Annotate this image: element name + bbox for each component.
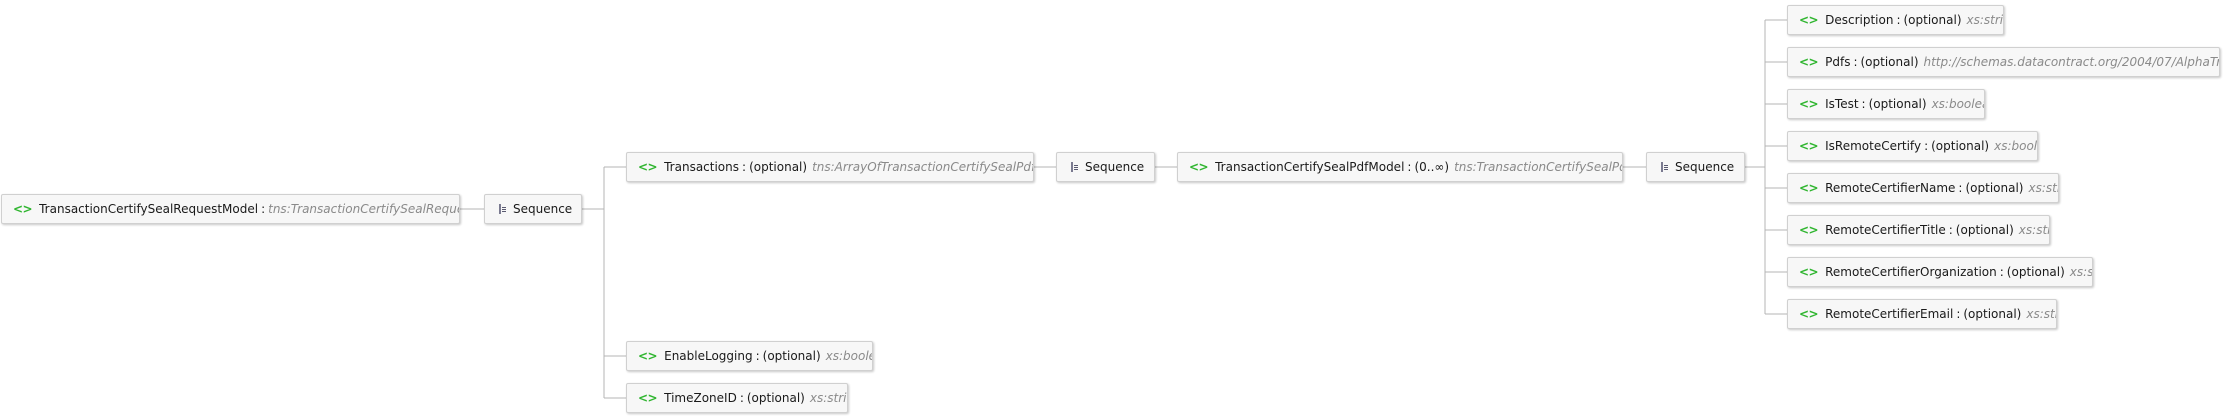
element-type: tns:ArrayOfTransactionCertifySealPdfMode… bbox=[812, 160, 1033, 174]
sequence-icon bbox=[1071, 162, 1078, 172]
element-name: EnableLogging bbox=[664, 349, 753, 363]
name-separator: : bbox=[1861, 97, 1866, 111]
element-type: xs:string bbox=[2028, 181, 2058, 195]
sequence-node-2[interactable]: Sequence bbox=[1056, 152, 1155, 182]
element-icon: <> bbox=[1799, 13, 1819, 27]
name-separator: : bbox=[1407, 160, 1412, 174]
element-node-root[interactable]: <> TransactionCertifySealRequestModel : … bbox=[1, 194, 460, 224]
element-icon: <> bbox=[1189, 160, 1209, 174]
element-icon: <> bbox=[1799, 97, 1819, 111]
element-node-timezoneid[interactable]: <> TimeZoneID : (optional) xs:string bbox=[626, 383, 848, 413]
element-type: http://schemas.datacontract.org/2004/07/… bbox=[1923, 55, 2220, 69]
element-name: RemoteCertifierEmail bbox=[1825, 307, 1954, 321]
element-occurs: (optional) bbox=[1965, 181, 2024, 195]
element-type: tns:TransactionCertifySealPdfModel bbox=[1454, 160, 1622, 174]
element-occurs: (optional) bbox=[1868, 97, 1927, 111]
element-node-pdfmodel[interactable]: <> TransactionCertifySealPdfModel : (0..… bbox=[1177, 152, 1623, 182]
element-occurs: (optional) bbox=[746, 391, 805, 405]
element-node-remotecertifiername[interactable]: <> RemoteCertifierName : (optional) xs:s… bbox=[1787, 173, 2059, 203]
element-node-enablelogging[interactable]: <> EnableLogging : (optional) xs:boolean bbox=[626, 341, 873, 371]
element-occurs: (optional) bbox=[2006, 265, 2065, 279]
element-icon: <> bbox=[1799, 307, 1819, 321]
element-type: xs:string bbox=[1966, 13, 2004, 27]
element-name: IsTest bbox=[1825, 97, 1859, 111]
element-icon: <> bbox=[1799, 223, 1819, 237]
element-icon: <> bbox=[1799, 139, 1819, 153]
sequence-icon bbox=[499, 204, 506, 214]
name-separator: : bbox=[1896, 13, 1901, 27]
element-icon: <> bbox=[638, 391, 658, 405]
sequence-node-1[interactable]: Sequence bbox=[484, 194, 582, 224]
sequence-icon bbox=[1661, 162, 1668, 172]
element-node-description[interactable]: <> Description : (optional) xs:string bbox=[1787, 5, 2004, 35]
element-node-remotecertifieremail[interactable]: <> RemoteCertifierEmail : (optional) xs:… bbox=[1787, 299, 2057, 329]
name-separator: : bbox=[755, 349, 760, 363]
element-name: RemoteCertifierTitle bbox=[1825, 223, 1946, 237]
name-separator: : bbox=[1924, 139, 1929, 153]
element-type: xs:boolean bbox=[1994, 139, 2038, 153]
element-occurs: (optional) bbox=[1955, 223, 2014, 237]
element-type: xs:string bbox=[2018, 223, 2049, 237]
element-occurs: (optional) bbox=[762, 349, 821, 363]
name-separator: : bbox=[261, 202, 266, 216]
element-node-isremotecertify[interactable]: <> IsRemoteCertify : (optional) xs:boole… bbox=[1787, 131, 2038, 161]
element-node-pdfs[interactable]: <> Pdfs : (optional) http://schemas.data… bbox=[1787, 47, 2220, 77]
element-type: xs:string bbox=[2069, 265, 2093, 279]
name-separator: : bbox=[1956, 307, 1961, 321]
name-separator: : bbox=[742, 160, 747, 174]
element-occurs: (optional) bbox=[749, 160, 808, 174]
element-occurs: (optional) bbox=[1860, 55, 1919, 69]
element-name: IsRemoteCertify bbox=[1825, 139, 1922, 153]
name-separator: : bbox=[1853, 55, 1858, 69]
element-name: RemoteCertifierName bbox=[1825, 181, 1956, 195]
sequence-node-3[interactable]: Sequence bbox=[1646, 152, 1745, 182]
element-name: TransactionCertifySealPdfModel bbox=[1215, 160, 1405, 174]
element-icon: <> bbox=[638, 349, 658, 363]
element-occurs: (0..∞) bbox=[1414, 160, 1450, 174]
element-icon: <> bbox=[1799, 181, 1819, 195]
element-name: Transactions bbox=[664, 160, 740, 174]
element-occurs: (optional) bbox=[1931, 139, 1990, 153]
element-name: Pdfs bbox=[1825, 55, 1851, 69]
element-type: xs:boolean bbox=[1931, 97, 1984, 111]
element-icon: <> bbox=[1799, 55, 1819, 69]
element-icon: <> bbox=[638, 160, 658, 174]
element-occurs: (optional) bbox=[1963, 307, 2022, 321]
element-node-transactions[interactable]: <> Transactions : (optional) tns:ArrayOf… bbox=[626, 152, 1034, 182]
name-separator: : bbox=[739, 391, 744, 405]
name-separator: : bbox=[1999, 265, 2004, 279]
element-type: xs:boolean bbox=[825, 349, 872, 363]
element-type: xs:string bbox=[809, 391, 847, 405]
name-separator: : bbox=[1958, 181, 1963, 195]
element-name: RemoteCertifierOrganization bbox=[1825, 265, 1997, 279]
element-name: TransactionCertifySealRequestModel bbox=[39, 202, 259, 216]
sequence-label: Sequence bbox=[513, 202, 573, 216]
sequence-label: Sequence bbox=[1675, 160, 1735, 174]
element-name: TimeZoneID bbox=[664, 391, 737, 405]
sequence-label: Sequence bbox=[1085, 160, 1145, 174]
element-node-remotecertifierorganization[interactable]: <> RemoteCertifierOrganization : (option… bbox=[1787, 257, 2093, 287]
element-node-istest[interactable]: <> IsTest : (optional) xs:boolean bbox=[1787, 89, 1985, 119]
element-type: xs:string bbox=[2026, 307, 2056, 321]
element-node-remotecertifiertitle[interactable]: <> RemoteCertifierTitle : (optional) xs:… bbox=[1787, 215, 2050, 245]
element-occurs: (optional) bbox=[1903, 13, 1962, 27]
element-icon: <> bbox=[1799, 265, 1819, 279]
element-icon: <> bbox=[13, 202, 33, 216]
element-name: Description bbox=[1825, 13, 1894, 27]
name-separator: : bbox=[1948, 223, 1953, 237]
element-type: tns:TransactionCertifySealRequestModel bbox=[268, 202, 459, 216]
